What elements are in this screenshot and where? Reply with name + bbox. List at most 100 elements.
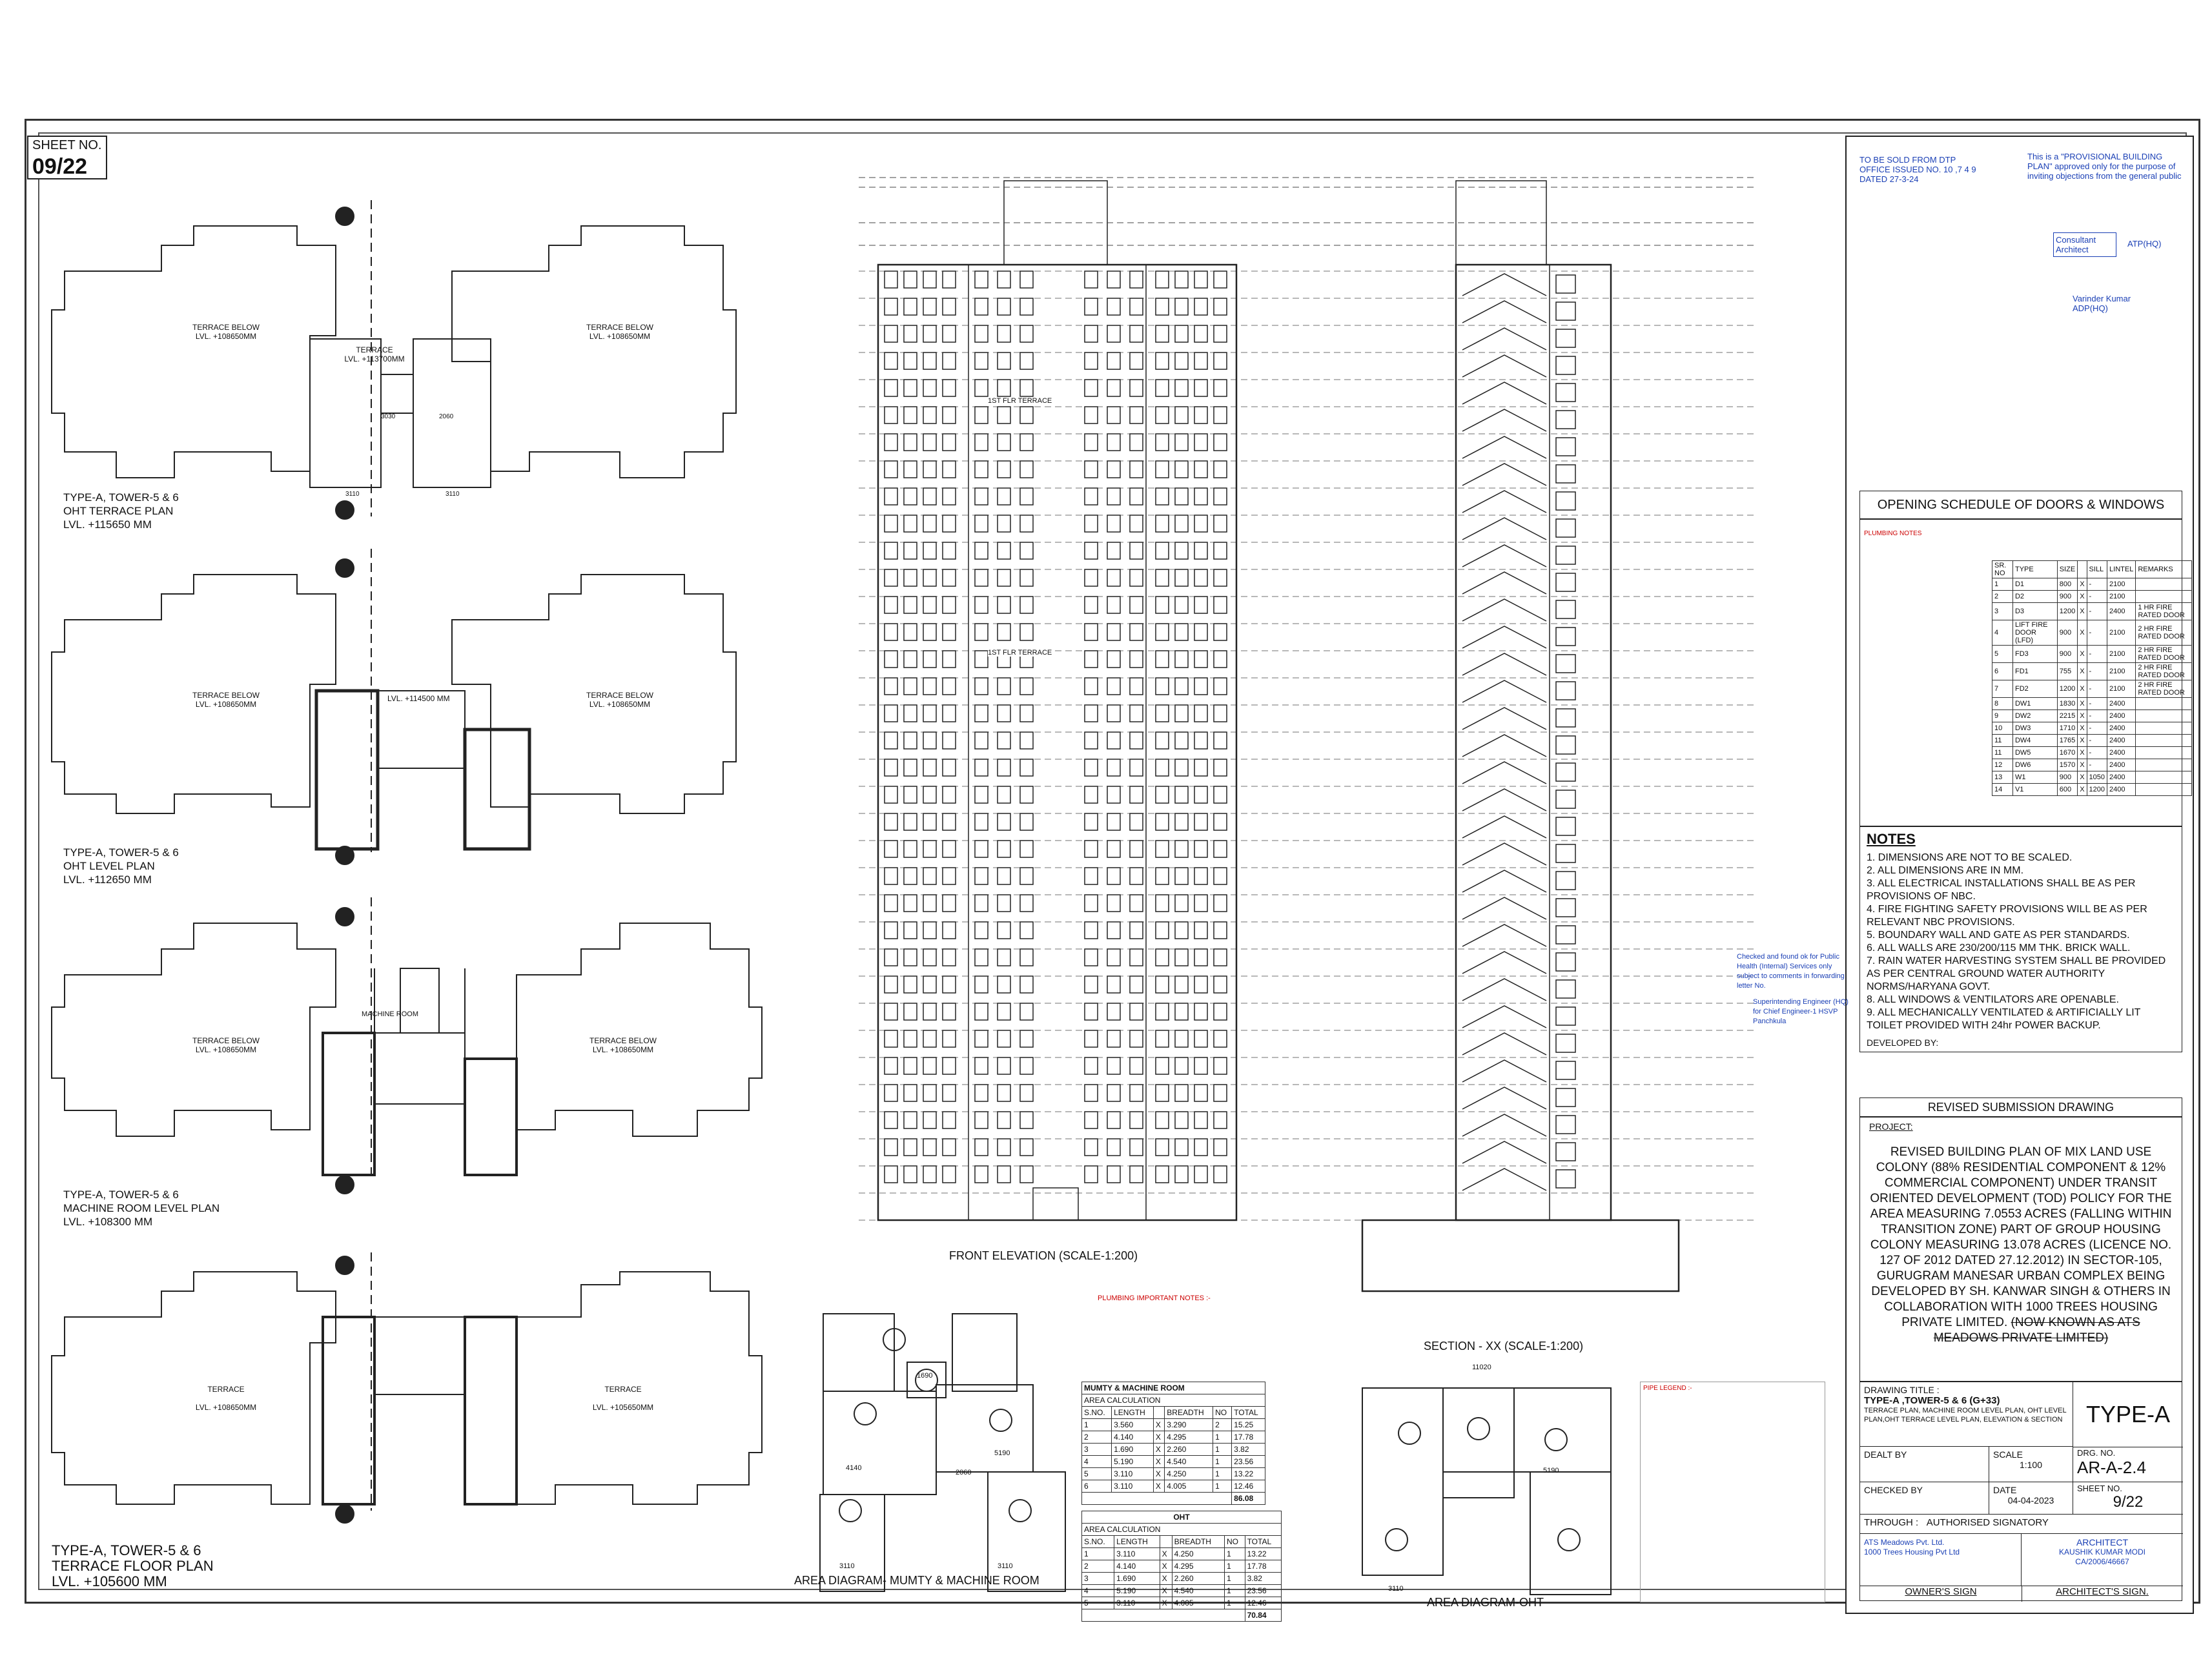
revised-submission-label: REVISED SUBMISSION DRAWING [1859,1097,2182,1117]
schedule-cell: 1765 [2056,734,2078,747]
mumty-table-subtitle: AREA CALCULATION [1081,1394,1265,1407]
plan-level: LVL. +112650 MM [63,873,152,886]
mumty-total: 86.08 [1231,1492,1265,1505]
schedule-cell: 2400 [2107,697,2136,710]
sheet-number: 09/22 [32,154,88,179]
mumty-cell: 2 [1213,1418,1233,1431]
oht-cell: 3.110 [1114,1547,1160,1560]
plan-subtitle: OHT TERRACE PLAN [63,505,174,517]
through-label: THROUGH : [1864,1517,1919,1528]
schedule-cell: - [2086,590,2108,603]
drg-no-cell: DRG. NO. AR-A-2.4 [2073,1447,2183,1482]
oht-cell: 2.260 [1171,1572,1225,1585]
schedule-cell: 1710 [2056,722,2078,735]
mumty-dim: 4140 [846,1464,862,1472]
schedule-cell: 1 HR FIRE RATED DOOR [2135,602,2192,620]
note-item: 3. ALL ELECTRICAL INSTALLATIONS SHALL BE… [1867,878,2136,902]
schedule-cell: 1200 [2086,783,2108,796]
schedule-cell: 755 [2056,662,2078,680]
architect-reg: CA/2006/46667 [2075,1557,2129,1566]
level-text: LVL. +108650MM [592,1045,654,1054]
plan-label-terrace-floor: TYPE-A, TOWER-5 & 6 TERRACE FLOOR PLAN L… [52,1543,214,1589]
schedule-cell: 2400 [2107,734,2136,747]
plan-label-oht-terrace: TYPE-A, TOWER-5 & 6 OHT TERRACE PLAN LVL… [63,491,179,531]
schedule-cell: D2 [2012,590,2058,603]
col-header: TOTAL [1244,1535,1282,1548]
authorised-label: AUTHORISED SIGNATORY [1926,1517,2049,1528]
schedule-cell: X [2077,590,2087,603]
architect-label: ARCHITECT [2076,1537,2129,1547]
note-item: 4. FIRE FIGHTING SAFETY PROVISIONS WILL … [1867,904,2147,928]
notes-list: 1. DIMENSIONS ARE NOT TO BE SCALED.2. AL… [1867,852,2175,1032]
level-text: LVL. +108650MM [195,1403,257,1412]
elevation-terrace-label-2: 1ST FLR TERRACE [988,649,1052,657]
section-caption: SECTION - XX (SCALE-1:200) [1424,1340,1584,1352]
schedule-cell: - [2086,602,2108,620]
schedule-cell [2135,722,2192,735]
date-cell: DATE 04-04-2023 [1989,1482,2073,1515]
oht-total-blank [1081,1609,1245,1622]
schedule-cell: 13 [1992,771,2013,784]
schedule-cell: DW5 [2012,746,2058,759]
area-diagram-mumty-caption: AREA DIAGRAM- MUMTY & MACHINE ROOM [794,1574,1039,1587]
schedule-cell [2135,590,2192,603]
note-item: 6. ALL WALLS ARE 230/200/115 MM THK. BRI… [1867,943,2131,954]
schedule-cell: X [2077,602,2087,620]
oht-cell: 4.005 [1171,1597,1225,1609]
schedule-cell: X [2077,620,2087,646]
schedule-cell [2135,578,2192,591]
terrace-below-text: TERRACE BELOW [192,1036,260,1045]
sheet-no-cell: SHEET NO. 9/22 [2073,1482,2183,1515]
schedule-cell: 900 [2056,645,2078,663]
col-header: BREADTH [1164,1406,1214,1419]
schedule-cell: D1 [2012,578,2058,591]
stamp-issue: TO BE SOLD FROM DTP OFFICE ISSUED NO. 10… [1859,155,1976,184]
schedule-cell: 2 HR FIRE RATED DOOR [2135,620,2192,646]
owner-sign-cell: ATS Meadows Pvt. Ltd. 1000 Trees Housing… [1860,1534,2022,1586]
col-header: TOTAL [1231,1406,1265,1419]
terrace-text: TERRACE [356,345,393,354]
plumbing-notes-list [1864,543,1993,814]
oht-dim: 11020 [1472,1363,1491,1371]
schedule-cell: 2 HR FIRE RATED DOOR [2135,662,2192,680]
area-diagram-oht-caption: AREA DIAGRAM-OHT [1427,1596,1544,1609]
schedule-cell: X [2077,783,2087,796]
scale-cell: SCALE 1:100 [1989,1447,2073,1482]
dealt-by-cell: DEALT BY [1860,1447,1989,1482]
schedule-cell: X [2077,746,2087,759]
mumty-cell: 1 [1081,1418,1112,1431]
schedule-cell: - [2086,620,2108,646]
dim-label: 2060 [439,413,454,420]
mumty-cell: 3.110 [1111,1467,1154,1480]
plan-subtitle: TERRACE FLOOR PLAN [52,1558,214,1574]
plan-title: TYPE-A, TOWER-5 & 6 [52,1542,201,1558]
architects-sign-label: ARCHITECT'S SIGN. [2022,1586,2183,1602]
mumty-cell: 23.56 [1231,1455,1265,1468]
schedule-cell: 1 [1992,578,2013,591]
plan-title: TYPE-A, TOWER-5 & 6 [63,1189,179,1201]
stamp-engineer: Superintending Engineer (HQ) for Chief E… [1753,998,1848,1025]
oht-cell: 3 [1081,1572,1115,1585]
stamp-public-health: Checked and found ok for Public Health (… [1737,953,1845,990]
mumty-cell: 15.25 [1231,1418,1265,1431]
level-114500: LVL. +114500 MM [387,694,450,703]
mumty-dim: 2060 [956,1469,972,1476]
oht-table-subtitle: AREA CALCULATION [1081,1523,1282,1536]
architect-name: KAUSHIK KUMAR MODI [2058,1547,2145,1557]
schedule-cell: 2 HR FIRE RATED DOOR [2135,645,2192,663]
schedule-cell [2135,709,2192,722]
stamp-provisional: This is a "PROVISIONAL BUILDING PLAN" ap… [2027,152,2182,181]
pipe-legend-box [1640,1382,1825,1602]
note-item: 5. BOUNDARY WALL AND GATE AS PER STANDAR… [1867,930,2130,941]
plan-title: TYPE-A, TOWER-5 & 6 [63,491,179,504]
col-header: S.NO. [1081,1535,1115,1548]
